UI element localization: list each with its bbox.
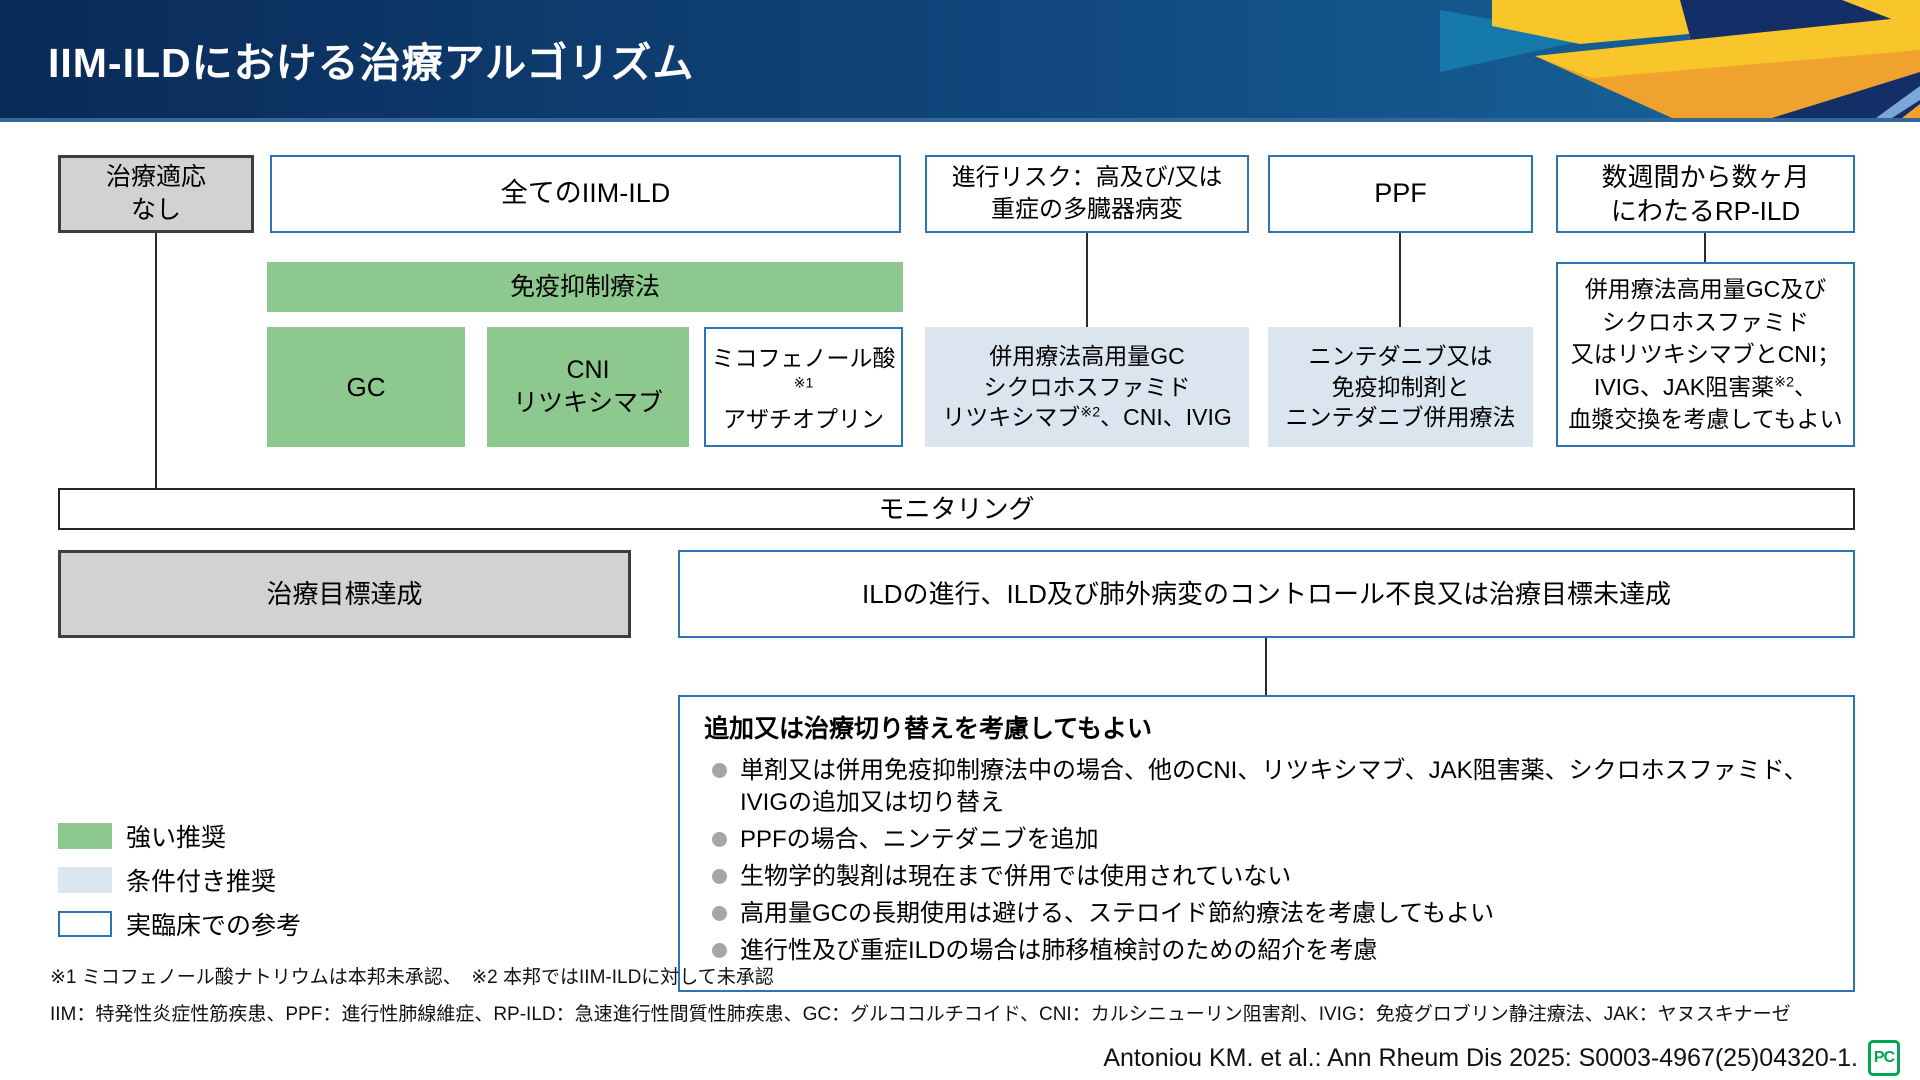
box-text: ILDの進行、ILD及び肺外病変のコントロール不良又は治療目標未達成 bbox=[862, 578, 1671, 609]
connector-line bbox=[1265, 638, 1267, 695]
bar-monitoring: モニタリング bbox=[58, 488, 1855, 530]
legend-swatch-outline bbox=[58, 911, 112, 937]
connector-line bbox=[1086, 233, 1088, 327]
box-text: 全てのIIM-ILD bbox=[500, 178, 671, 209]
box-mycophenolate-azathioprine: ミコフェノール酸※1 アザチオプリン bbox=[704, 327, 903, 447]
box-text: ニンテダニブ併用療法 bbox=[1285, 404, 1516, 431]
list-item: PPFの場合、ニンテダニブを追加 bbox=[704, 824, 1829, 856]
footnote-abbreviations: IIM：特発性炎症性筋疾患、PPF：進行性肺線維症、RP-ILD：急速進行性間質… bbox=[50, 1004, 1791, 1025]
box-text: PPF bbox=[1374, 178, 1427, 209]
box-gc: GC bbox=[267, 327, 465, 447]
consider-bullet-list: 単剤又は併用免疫抑制療法中の場合、他のCNI、リツキシマブ、JAK阻害薬、シクロ… bbox=[704, 755, 1829, 968]
list-item: 生物学的製剤は現在まで併用では使用されていない bbox=[704, 861, 1829, 893]
page-title: IIM-ILDにおける治療アルゴリズム bbox=[48, 40, 695, 86]
footnote-marker: ※2 bbox=[1774, 374, 1795, 391]
box-text: IVIG、JAK阻害薬※2、 bbox=[1593, 373, 1818, 400]
header-bar: IIM-ILDにおける治療アルゴリズム bbox=[0, 0, 1920, 118]
box-text: アザチオプリン bbox=[723, 405, 884, 432]
legend-swatch-green bbox=[58, 823, 112, 849]
legend-item-conditional-recommendation: 条件付き推奨 bbox=[58, 862, 276, 898]
box-text: 治療目標達成 bbox=[266, 578, 423, 609]
box-text: ニンテダニブ又は bbox=[1308, 343, 1493, 370]
box-text: 併用療法高用量GC bbox=[989, 343, 1185, 370]
bullet-dot-icon bbox=[712, 943, 727, 959]
box-rp-ild: 数週間から数ヶ月 にわたるRP-ILD bbox=[1556, 155, 1855, 233]
box-text: CNI bbox=[566, 356, 610, 384]
bullet-dot-icon bbox=[712, 868, 727, 884]
connector-line bbox=[1704, 233, 1706, 262]
bullet-dot-icon bbox=[712, 831, 727, 847]
box-text: モニタリング bbox=[878, 493, 1035, 524]
box-text: にわたるRP-ILD bbox=[1610, 196, 1801, 226]
box-text: 併用療法高用量GC及び bbox=[1584, 275, 1827, 302]
footnote-marker: ※2 bbox=[1080, 404, 1101, 421]
box-text: シクロホスファミド bbox=[983, 373, 1191, 400]
list-item: 進行性及び重症ILDの場合は肺移植検討のための紹介を考慮 bbox=[704, 935, 1829, 967]
box-text: 血漿交換を考慮してもよい bbox=[1568, 406, 1843, 433]
legend-item-strong-recommendation: 強い推奨 bbox=[58, 818, 226, 854]
box-cni-rituximab: CNI リツキシマブ bbox=[487, 327, 689, 447]
box-treatment-goal-achieved: 治療目標達成 bbox=[58, 550, 631, 638]
bar-immunosuppression-therapy: 免疫抑制療法 bbox=[267, 262, 903, 312]
consider-title: 追加又は治療切り替えを考慮してもよい bbox=[704, 715, 1153, 743]
box-text: 進行リスク：高及び/又は bbox=[951, 164, 1223, 192]
box-text: 治療適応 bbox=[105, 163, 206, 191]
connector-line bbox=[155, 233, 157, 488]
list-item: 高用量GCの長期使用は避ける、ステロイド節約療法を考慮してもよい bbox=[704, 898, 1829, 930]
footnote-marker: ※1 bbox=[793, 375, 814, 392]
box-text: シクロホスファミド bbox=[1602, 308, 1809, 335]
box-progression-risk: 進行リスク：高及び/又は 重症の多臓器病変 bbox=[925, 155, 1249, 233]
legend-label: 強い推奨 bbox=[126, 824, 227, 852]
box-text: リツキシマブ bbox=[512, 389, 663, 417]
box-text: 免疫抑制剤と bbox=[1331, 373, 1470, 400]
header-decoration-icon bbox=[1440, 0, 1920, 118]
box-text: 重症の多臓器病変 bbox=[991, 196, 1183, 223]
list-item: 単剤又は併用免疫抑制療法中の場合、他のCNI、リツキシマブ、JAK阻害薬、シクロ… bbox=[704, 755, 1829, 819]
legend-label: 実臨床での参考 bbox=[126, 912, 302, 940]
pc-logo: PC bbox=[1868, 1040, 1900, 1076]
box-text: ミコフェノール酸※1 bbox=[711, 345, 896, 392]
box-treatment-goal-not-achieved: ILDの進行、ILD及び肺外病変のコントロール不良又は治療目標未達成 bbox=[678, 550, 1855, 638]
connector-line bbox=[1399, 233, 1401, 327]
bullet-dot-icon bbox=[712, 906, 727, 922]
box-text: 免疫抑制療法 bbox=[509, 272, 660, 301]
box-text: GC bbox=[346, 371, 386, 402]
box-nintedanib-combination: ニンテダニブ又は 免疫抑制剤と ニンテダニブ併用療法 bbox=[1268, 327, 1533, 447]
legend-swatch-lightblue bbox=[58, 867, 112, 893]
box-consider-switch-or-add: 追加又は治療切り替えを考慮してもよい 単剤又は併用免疫抑制療法中の場合、他のCN… bbox=[678, 695, 1855, 993]
box-text: 又はリツキシマブとCNI； bbox=[1570, 341, 1841, 368]
header-edge-line bbox=[0, 118, 1920, 122]
box-ppf: PPF bbox=[1268, 155, 1533, 233]
box-text: リツキシマブ※2、CNI、IVIG bbox=[942, 404, 1232, 431]
legend-item-clinical-reference: 実臨床での参考 bbox=[58, 906, 301, 942]
box-all-iim-ild: 全てのIIM-ILD bbox=[270, 155, 901, 233]
citation-row: Antoniou KM. et al.: Ann Rheum Dis 2025:… bbox=[1103, 1040, 1900, 1076]
box-text: 数週間から数ヶ月 bbox=[1601, 161, 1810, 192]
box-no-treatment-indication: 治療適応 なし bbox=[58, 155, 254, 233]
box-combination-high-dose-gc: 併用療法高用量GC シクロホスファミド リツキシマブ※2、CNI、IVIG bbox=[925, 327, 1249, 447]
footnote-1: ※1 ミコフェノール酸ナトリウムは本邦未承認、 ※2 本邦ではIIM-ILDに対… bbox=[50, 967, 774, 988]
legend-label: 条件付き推奨 bbox=[126, 868, 277, 896]
box-rp-ild-combination-therapy: 併用療法高用量GC及び シクロホスファミド 又はリツキシマブとCNI； IVIG… bbox=[1556, 262, 1855, 447]
box-text: なし bbox=[130, 196, 181, 224]
citation-text: Antoniou KM. et al.: Ann Rheum Dis 2025:… bbox=[1103, 1043, 1858, 1072]
bullet-dot-icon bbox=[712, 762, 727, 778]
